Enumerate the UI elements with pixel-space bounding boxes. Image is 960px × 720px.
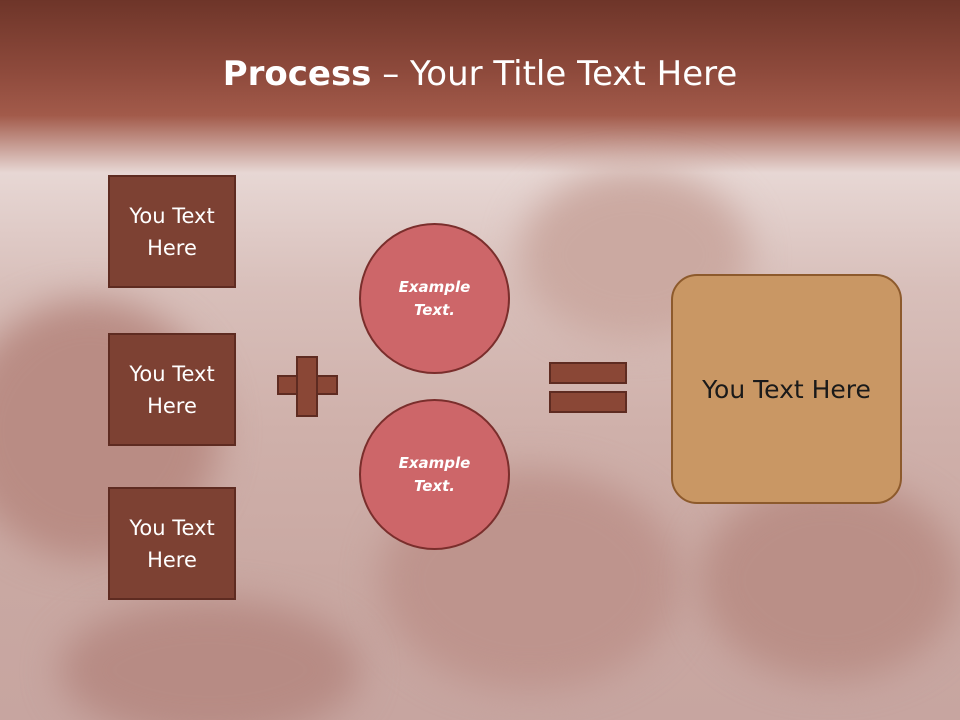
- background-shape: [700, 480, 960, 680]
- text-box-2[interactable]: You Text Here: [108, 333, 236, 446]
- text-box-1[interactable]: You Text Here: [108, 175, 236, 288]
- example-circle-1[interactable]: Example Text.: [359, 223, 510, 374]
- equals-bar-top: [549, 362, 627, 384]
- text-box-label: You Text Here: [129, 361, 215, 418]
- title-rest: – Your Title Text Here: [371, 54, 738, 94]
- result-label: You Text Here: [702, 374, 871, 404]
- plus-center: [298, 377, 316, 393]
- equals-bar-bottom: [549, 391, 627, 413]
- circle-label: Example Text.: [398, 453, 471, 495]
- circle-label: Example Text.: [398, 277, 471, 319]
- title-bold: Process: [222, 54, 372, 94]
- slide-title: Process – Your Title Text Here: [0, 52, 960, 96]
- example-circle-2[interactable]: Example Text.: [359, 399, 510, 550]
- background-shape: [60, 600, 360, 720]
- result-box[interactable]: You Text Here: [671, 274, 902, 504]
- text-box-3[interactable]: You Text Here: [108, 487, 236, 600]
- text-box-label: You Text Here: [129, 203, 215, 260]
- text-box-label: You Text Here: [129, 515, 215, 572]
